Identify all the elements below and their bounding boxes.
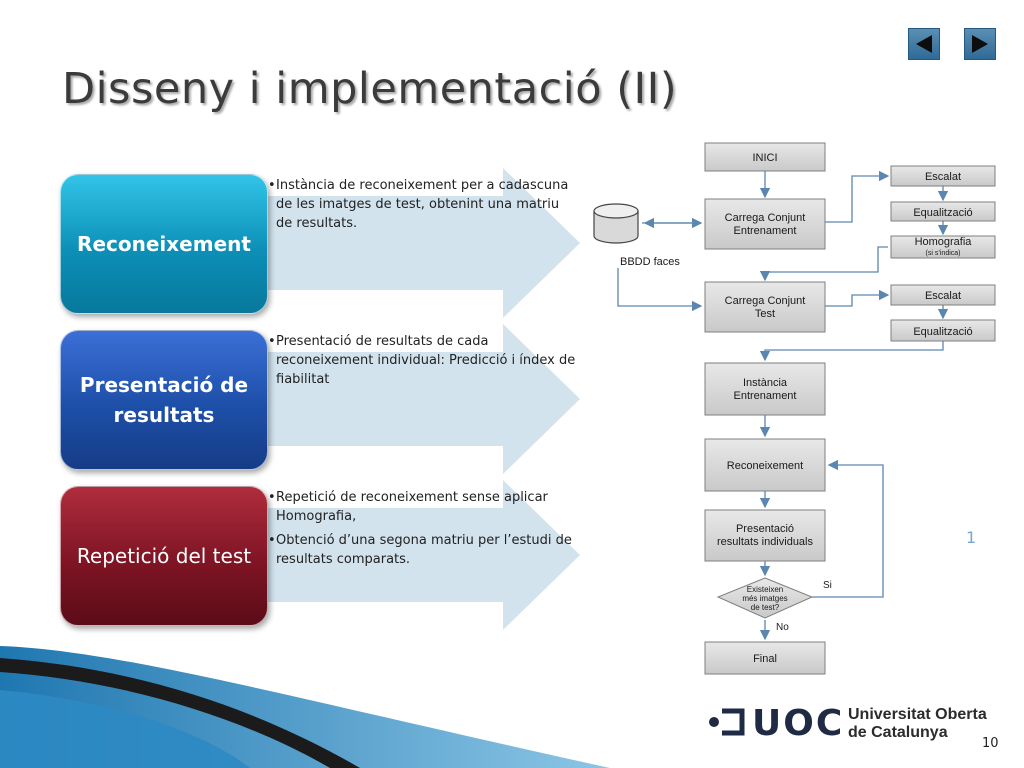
- flow-text-instancia-1: Instància: [743, 377, 788, 389]
- flow-text-final: Final: [753, 653, 777, 665]
- database-icon: [593, 203, 639, 244]
- slide-title: Disseny i implementació (II): [62, 64, 678, 114]
- flow-text-homografia: Homografia: [915, 236, 973, 248]
- logo-name-line1: Universitat Oberta: [848, 706, 987, 723]
- flow-text-equalitzacio-1: Equalització: [913, 207, 972, 219]
- flow-box-presentacio: [704, 509, 826, 562]
- flow-text-presentacio-2: resultats individuals: [717, 536, 813, 548]
- flow-text-bbdd: BBDD faces: [620, 256, 680, 268]
- slide-number: 10: [982, 736, 999, 751]
- flow-text-presentacio-1: Presentació: [736, 523, 794, 535]
- page-marker: 1: [966, 528, 977, 547]
- flow-box-escalat-2: [890, 284, 996, 306]
- bullet-item: Obtenció d’una segona matriu per l’estud…: [268, 531, 578, 569]
- flow-box-carrega-entrenament: [704, 198, 826, 250]
- logo-abbr: UOC: [752, 703, 845, 744]
- flow-decision: [716, 577, 814, 619]
- flow-box-final: [704, 641, 826, 675]
- bullet-item: Instància de reconeixement per a cadascu…: [268, 176, 578, 233]
- flow-text-instancia-2: Entrenament: [734, 390, 797, 402]
- flow-text-carrega-test-2: Test: [755, 308, 775, 320]
- flow-box-reconeixement: [704, 438, 826, 492]
- bullet-item: Presentació de resultats de cada reconei…: [268, 332, 578, 389]
- previous-slide-button[interactable]: [908, 28, 940, 60]
- flow-text-carrega-entrenament-1: Carrega Conjunt: [725, 212, 806, 224]
- flow-text-carrega-entrenament-2: Entrenament: [734, 225, 797, 237]
- flow-box-escalat-1: [890, 165, 996, 187]
- flow-box-inici: [704, 142, 826, 172]
- block-label: Presentació de resultats: [79, 373, 249, 427]
- bullet-item: Repetició de reconeixement sense aplicar…: [268, 488, 578, 526]
- flow-text-si: Si: [823, 580, 832, 591]
- flow-box-carrega-test: [704, 281, 826, 333]
- block-label: Repetició del test: [76, 544, 252, 568]
- flow-box-equalitzacio-1: [890, 201, 996, 222]
- block-presentacio-resultats: Presentació de resultats: [60, 330, 268, 470]
- flow-text-homografia-note: (si s’indica): [925, 250, 960, 257]
- flow-box-instancia: [704, 362, 826, 416]
- flow-text-escalat-2: Escalat: [925, 290, 961, 302]
- flow-text-inici: INICI: [752, 152, 777, 164]
- flow-text-decision-1: Existeixen: [747, 585, 783, 594]
- flow-text-decision-2: més imatges: [742, 594, 787, 603]
- flow-text-carrega-test-1: Carrega Conjunt: [725, 295, 806, 307]
- block-reconeixement: Reconeixement: [60, 174, 268, 314]
- flow-text-reconeixement: Reconeixement: [727, 460, 803, 472]
- bullets-presentacio: Presentació de resultats de cada reconei…: [268, 332, 578, 394]
- block-repeticio-test: Repetició del test: [60, 486, 268, 626]
- block-label: Reconeixement: [77, 232, 251, 256]
- flow-text-no: No: [776, 622, 789, 633]
- uoc-logo-icon: [709, 708, 745, 736]
- next-slide-button[interactable]: [964, 28, 996, 60]
- triangle-left-icon: [916, 35, 932, 53]
- flow-text-decision-3: de test?: [751, 603, 780, 612]
- flow-text-equalitzacio-2: Equalització: [913, 326, 972, 338]
- flow-box-homografia: [890, 235, 996, 259]
- logo-name-line2: de Catalunya: [848, 724, 948, 741]
- flow-text-escalat-1: Escalat: [925, 171, 961, 183]
- bullets-repeticio: Repetició de reconeixement sense aplicar…: [268, 488, 578, 574]
- bullets-reconeixement: Instància de reconeixement per a cadascu…: [268, 176, 578, 238]
- flow-box-equalitzacio-2: [890, 319, 996, 342]
- triangle-right-icon: [972, 35, 988, 53]
- logo-name: Universitat Oberta de Catalunya: [848, 706, 987, 742]
